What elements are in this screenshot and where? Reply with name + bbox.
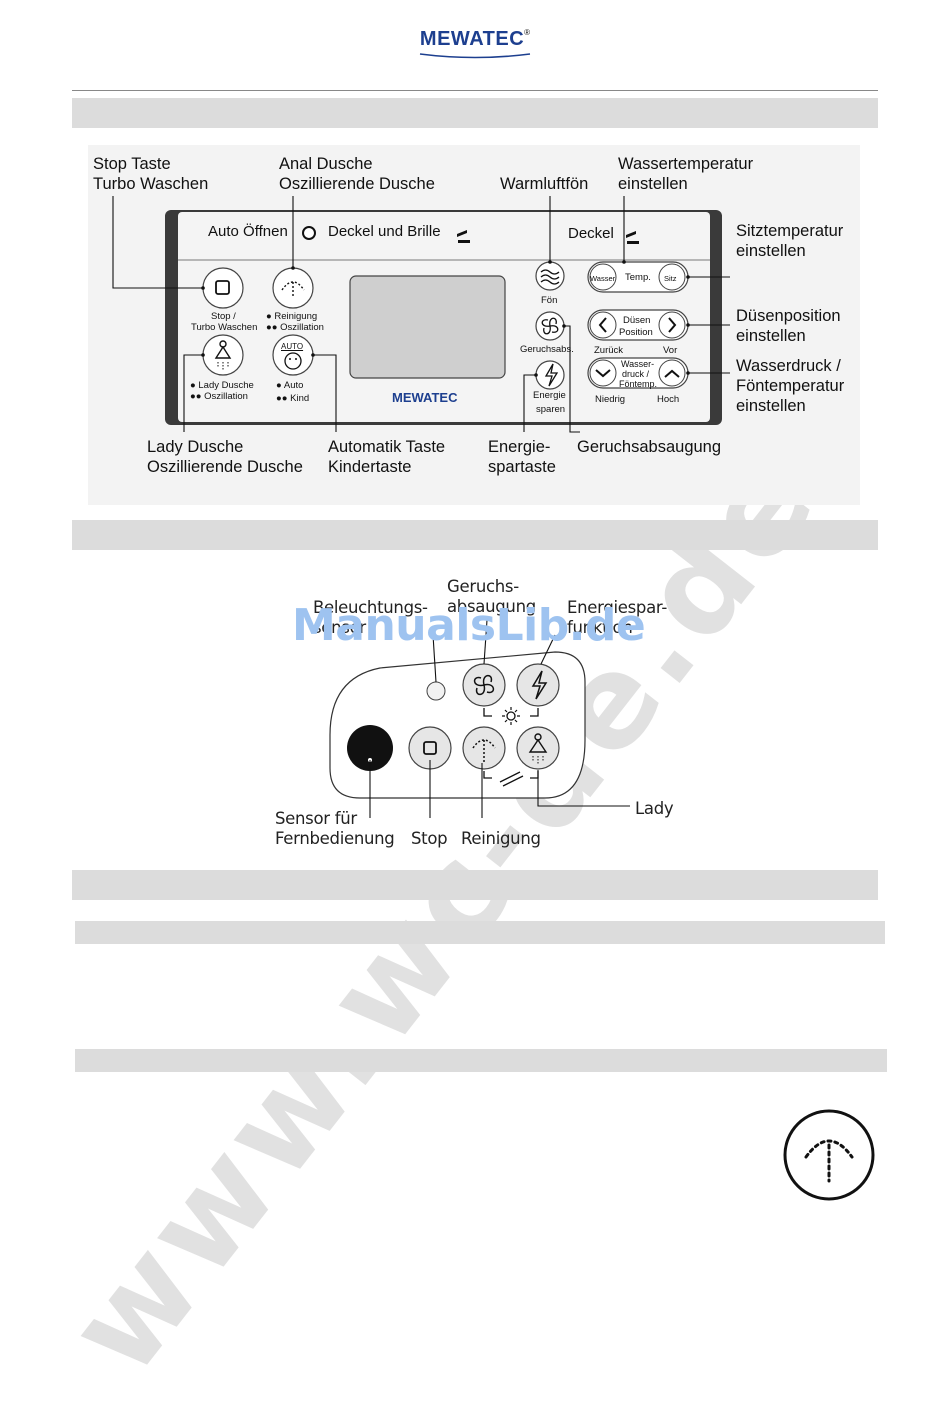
energy-label-1: Energie	[533, 390, 566, 401]
auto-button-text: AUTO	[281, 342, 304, 351]
callout-stop: Stop Taste Turbo Waschen	[93, 155, 209, 193]
callout-automatic: Automatik Taste Kindertaste	[328, 438, 446, 476]
callout-remote-stop: Stop	[411, 829, 448, 848]
control-panel-diagram	[112, 196, 730, 433]
lady-label-2: ●● Oszillation	[190, 391, 248, 402]
logo-swoosh-icon	[419, 53, 531, 59]
callout-energy-key: Energie- spartaste	[488, 438, 556, 476]
callout-lady-shower: Lady Dusche Oszillierende Dusche	[147, 438, 303, 476]
panel-brand: MEWATEC	[392, 390, 458, 405]
callout-nozzle-position: Düsenposition einstellen	[736, 307, 841, 345]
callout-lighting-sensor: Beleuchtungs- sensor	[313, 598, 428, 637]
auto-label-1: ● Auto	[276, 380, 304, 391]
manualslib-watermark: ManualsLib.de	[292, 600, 646, 651]
section-bar-5	[75, 1049, 887, 1072]
cleaning-label-2: ●● Oszillation	[266, 322, 324, 333]
section-bar-3	[72, 870, 878, 900]
forward-label: Vor	[663, 345, 678, 356]
callout-pressure: Wasserdruck / Föntemperatur einstellen	[736, 357, 845, 415]
nozzle-label-1: Düsen	[623, 315, 651, 326]
callout-odor-extraction: Geruchsabsaugung	[577, 438, 722, 456]
section-bar-2	[72, 520, 878, 550]
auto-open-label: Auto Öffnen	[208, 223, 288, 240]
remote-panel-diagram	[329, 619, 630, 818]
pressure-label-1: Wasser-	[621, 359, 655, 369]
header-rule	[72, 90, 878, 91]
low-label: Niedrig	[595, 394, 626, 405]
callout-remote-energy: Energiespar- funktion	[567, 598, 668, 637]
lid-label: Deckel	[568, 225, 614, 242]
odor-label: Geruchsabs.	[520, 344, 574, 355]
foen-label: Fön	[541, 295, 558, 306]
callout-seat-temp: Sitztemperatur einstellen	[736, 222, 844, 260]
auto-label-2: ●● Kind	[276, 393, 310, 404]
lady-label-1: ● Lady Dusche	[190, 380, 254, 391]
pressure-label-3: Föntemp.	[619, 379, 658, 389]
callout-remote-sensor: Sensor für Fernbedienung	[275, 809, 395, 848]
callout-warm-air: Warmluftfön	[500, 175, 589, 193]
cleaning-label-1: ● Reinigung	[266, 311, 318, 322]
pressure-label-2: druck /	[622, 369, 650, 379]
registered-mark: ®	[524, 28, 531, 37]
water-label: Wasser	[590, 274, 616, 283]
temp-label: Temp.	[625, 272, 651, 283]
callout-remote-cleaning: Reinigung	[461, 829, 541, 848]
callout-remote-odor: Geruchs- absaugung	[447, 577, 536, 616]
back-label: Zurück	[594, 345, 624, 356]
seat-label: Sitz	[664, 274, 677, 283]
nozzle-label-2: Position	[619, 327, 653, 338]
stop-label-2: Turbo Waschen	[191, 322, 258, 333]
lid-and-seat-label: Deckel und Brille	[328, 223, 441, 240]
callout-water-temp: Wassertemperatur einstellen	[618, 155, 754, 193]
brand-name: MEWATEC	[419, 28, 525, 50]
cleaning-nozzle-icon	[783, 1109, 875, 1201]
high-label: Hoch	[657, 394, 680, 405]
callout-anal-shower: Anal Dusche Oszillierende Dusche	[279, 155, 435, 193]
brand-logo: MEWATEC®	[0, 28, 950, 61]
stop-label-1: Stop /	[211, 311, 236, 322]
energy-label-2: sparen	[536, 404, 566, 415]
section-bar-4	[75, 921, 885, 944]
callout-remote-lady: Lady	[635, 799, 674, 818]
section-bar-1	[72, 98, 878, 128]
